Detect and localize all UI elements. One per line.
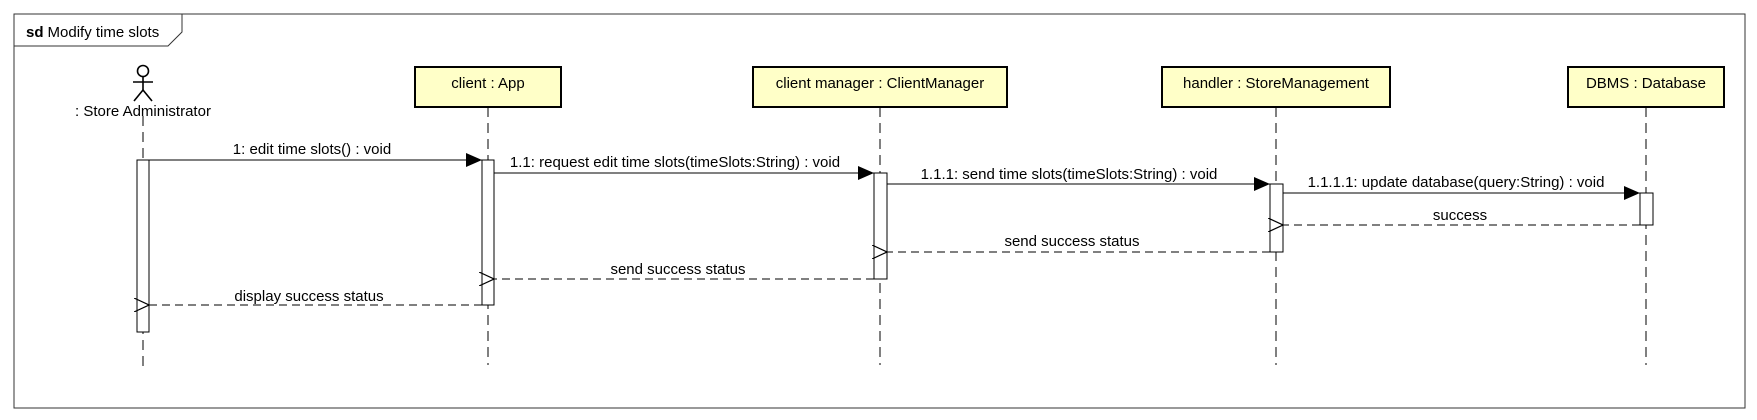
lifeline-client-manager: client manager : ClientManager [752, 66, 1008, 108]
lifeline-app-label: client : App [451, 75, 524, 92]
message-1-label: 1: edit time slots() : void [233, 141, 391, 158]
lifeline-store-management: handler : StoreManagement [1161, 66, 1391, 108]
actor-store-administrator: : Store Administrator [75, 64, 211, 120]
return-display-success-status-label: display success status [234, 288, 383, 305]
message-1-1-1-1: 1.1.1.1: update database(query:String) :… [1283, 174, 1640, 200]
return-send-success-status-sm: send success status [887, 233, 1270, 252]
activation-bar-app [481, 159, 495, 306]
message-1-1-1-label: 1.1.1: send time slots(timeSlots:String)… [921, 166, 1218, 183]
lifeline-db-label: DBMS : Database [1586, 75, 1706, 92]
message-1-1: 1.1: request edit time slots(timeSlots:S… [494, 154, 874, 180]
return-send-success-status-sm-label: send success status [1004, 233, 1139, 250]
message-1-1-1-1-label: 1.1.1.1: update database(query:String) :… [1308, 174, 1605, 191]
activation-bar-db [1639, 192, 1654, 226]
message-1: 1: edit time slots() : void [149, 141, 482, 167]
frame-name: Modify time slots [48, 24, 160, 41]
activation-bar-actor [136, 159, 150, 333]
lifeline-sm-label: handler : StoreManagement [1183, 75, 1370, 92]
lifeline-database: DBMS : Database [1567, 66, 1725, 108]
return-success: success [1283, 207, 1640, 225]
diagram-frame [13, 13, 1746, 409]
actor-label: : Store Administrator [75, 103, 211, 120]
return-send-success-status-cm: send success status [494, 261, 874, 279]
lifeline-cm-label: client manager : ClientManager [776, 75, 984, 92]
actor-stick-figure-icon [133, 64, 153, 102]
frame-keyword: sd [26, 24, 44, 41]
return-success-label: success [1433, 207, 1487, 224]
message-1-1-label: 1.1: request edit time slots(timeSlots:S… [510, 154, 840, 171]
return-send-success-status-cm-label: send success status [610, 261, 745, 278]
activation-bar-sm [1269, 183, 1284, 253]
message-1-1-1: 1.1.1: send time slots(timeSlots:String)… [887, 166, 1270, 191]
return-display-success-status: display success status [149, 288, 482, 305]
activation-bar-cm [873, 172, 888, 280]
lifeline-app: client : App [414, 66, 562, 108]
